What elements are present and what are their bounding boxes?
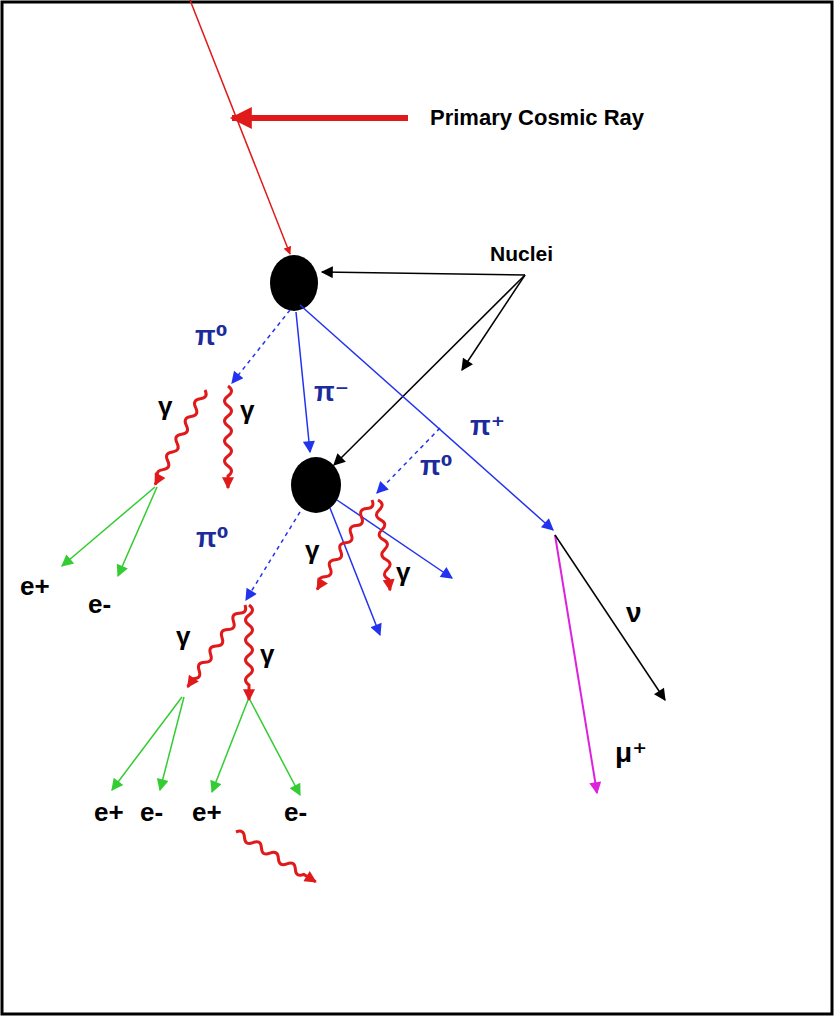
particle-label: e- [140,798,163,827]
pion-track [296,312,310,452]
particle-label: e+ [192,798,222,827]
particle-label: γ [260,640,274,669]
pointer-arrow [232,115,408,121]
particle-label: γ [305,536,319,565]
neutral-pion-track [232,310,290,383]
particle-label: γ [158,392,172,421]
particle-label: ν [626,598,642,629]
neutrino-track [555,535,665,700]
particle-label: γ [176,622,190,651]
particle-label: π⁺ [470,412,505,442]
electron-tracks [62,487,300,795]
particle-label: e+ [94,798,124,827]
particle-label: μ⁺ [615,738,647,769]
particle-label: e- [88,590,111,619]
particle-label: π⁰ [195,322,228,352]
particle-label: π⁰ [196,524,229,554]
particle-label: π⁻ [314,378,349,408]
particle-label: γ [396,558,410,587]
callout-text: Primary Cosmic Ray [430,106,644,130]
particle-label: π⁰ [420,452,453,482]
nuclei-pointers [322,272,525,465]
primary-ray [190,0,290,254]
particle-label: e- [284,798,307,827]
pion-track [300,305,553,530]
callout-text: Nuclei [490,242,553,265]
nucleus [270,255,318,311]
photon-tracks [152,386,394,885]
muon-track [555,535,597,793]
nucleus [291,457,341,513]
neutral-pion-track [246,512,300,600]
particle-label: e+ [20,572,50,601]
pion-track [337,500,452,578]
particle-label: γ [240,396,254,425]
